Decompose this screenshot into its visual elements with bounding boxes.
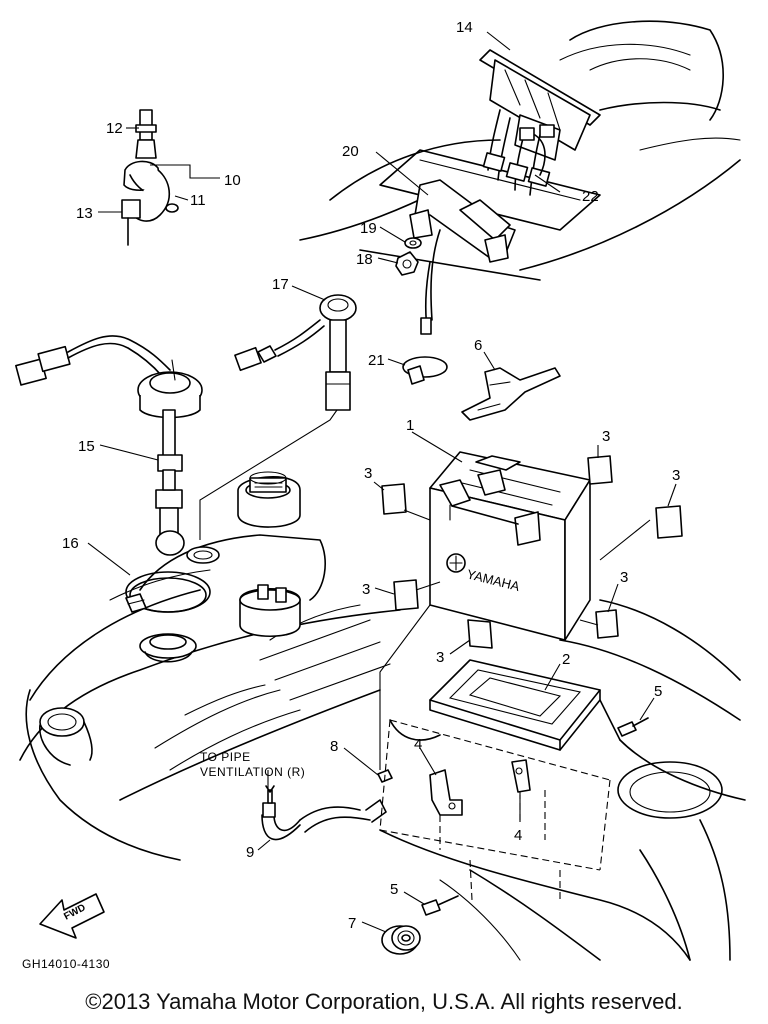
filler-neck: [39, 707, 93, 766]
callout-16: 16: [62, 535, 79, 552]
callout-8: 8: [330, 738, 338, 755]
figure-code: GH14010-4130: [22, 957, 110, 971]
callout-12: 12: [106, 120, 123, 137]
washer-19: [404, 237, 422, 249]
bolt-5b: [421, 895, 459, 916]
callout-5b: 5: [390, 881, 398, 898]
callout-3d: 3: [362, 581, 370, 598]
callout-4a: 4: [414, 736, 422, 753]
strap-6: [461, 367, 561, 421]
callout-14: 14: [456, 19, 473, 36]
callout-3e: 3: [620, 569, 628, 586]
callouts: 14 12 10 11 13 20 22 19 18 17 21 6 15 1 …: [62, 19, 680, 932]
leader-lines: [87, 31, 677, 933]
cap-assembly: [121, 109, 179, 246]
callout-15: 15: [78, 438, 95, 455]
callout-7: 7: [348, 915, 356, 932]
copyright-notice: ©2013 Yamaha Motor Corporation, U.S.A. A…: [85, 989, 683, 1014]
callout-2: 2: [562, 651, 570, 668]
callout-11: 11: [190, 192, 206, 209]
note-to-pipe: TO PIPE: [200, 750, 251, 764]
callout-17: 17: [272, 276, 289, 293]
callout-3c: 3: [672, 467, 680, 484]
callout-4b: 4: [514, 827, 522, 844]
band-21: [402, 261, 448, 385]
callout-13: 13: [76, 205, 93, 222]
clamp-16: [125, 571, 211, 613]
note-ventilation: VENTILATION (R): [200, 765, 305, 779]
callout-3a: 3: [602, 428, 610, 445]
battery: YAMAHA: [429, 451, 591, 641]
pads-3: [381, 455, 683, 649]
callout-3b: 3: [364, 465, 372, 482]
hull-outline: [19, 20, 746, 961]
fuel-tank-top: [139, 471, 301, 663]
fwd-arrow-icon: FWD: [39, 893, 105, 939]
battery-box-dashed: [379, 699, 621, 901]
callout-21: 21: [368, 352, 385, 369]
nut-18: [395, 251, 419, 276]
callout-10: 10: [224, 172, 241, 189]
callout-22: 22: [582, 188, 599, 205]
hose-9: [261, 785, 387, 841]
callout-6: 6: [474, 337, 482, 354]
brackets-4: [429, 759, 546, 850]
bracket-20: [409, 179, 516, 321]
bolt-5a: [617, 717, 649, 737]
grommet-7: [381, 925, 421, 955]
callout-9: 9: [246, 844, 254, 861]
callout-19: 19: [360, 220, 377, 237]
meter-assembly: [479, 49, 601, 196]
callout-5a: 5: [654, 683, 662, 700]
sensor-17: [186, 294, 357, 564]
connector-cluster: [482, 124, 555, 187]
callout-20: 20: [342, 143, 359, 160]
sender-15: [15, 335, 203, 556]
callout-1: 1: [406, 417, 414, 434]
tray-2: [429, 659, 601, 751]
callout-18: 18: [356, 251, 373, 268]
callout-3f: 3: [436, 649, 444, 666]
